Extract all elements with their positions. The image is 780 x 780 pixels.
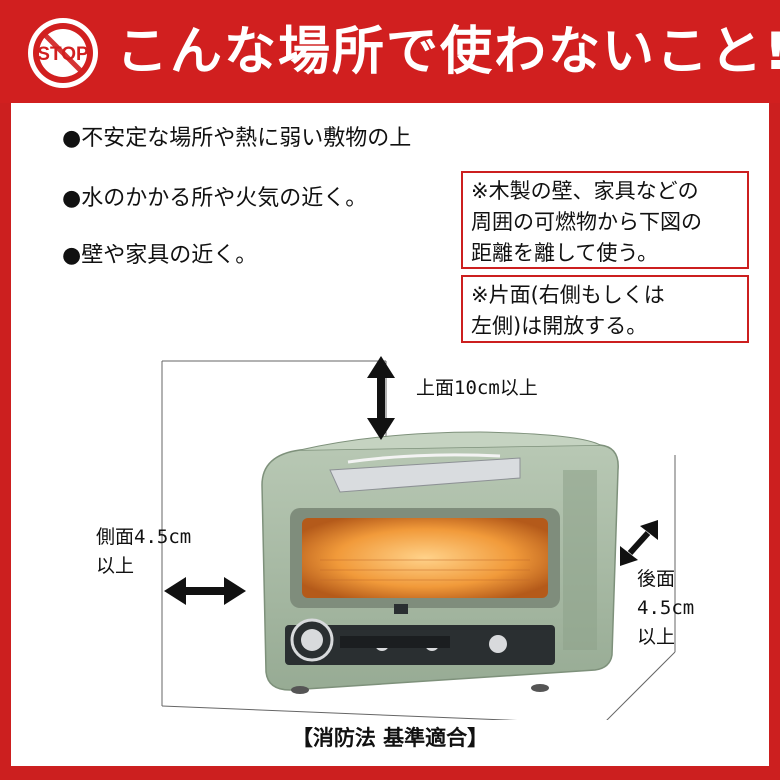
knob-icon [489, 635, 507, 653]
warning-header: STOP こんな場所で使わないこと! [0, 0, 780, 103]
note-line: ※木製の壁、家具などの [471, 179, 699, 203]
top-clearance-label: 上面10cm以上 [416, 377, 538, 399]
note-line: ※片面(右側もしくは [471, 283, 665, 307]
clearance-lines [161, 360, 676, 720]
page-title: こんな場所で使わないこと! [116, 22, 780, 82]
toaster-oven-illustration [261, 431, 619, 694]
rear-clearance-line: 4.5cm [637, 597, 695, 619]
fire-law-compliance-label: 【消防法 基準適合】 [291, 726, 489, 750]
clearance-diagram [161, 356, 676, 720]
side-clearance-label: 側面4.5cm 以上 [96, 523, 191, 581]
bullet-unstable-place: ●不安定な場所や熱に弱い敷物の上 [62, 126, 412, 151]
side-arrow-icon [164, 577, 246, 605]
rear-clearance-line: 以上 [637, 626, 676, 648]
bullet-wall-furniture: ●壁や家具の近く。 [62, 243, 258, 268]
note-line: 左側)は開放する。 [471, 314, 648, 338]
top-arrow-icon [367, 356, 395, 440]
side-clearance-line: 側面4.5cm [96, 526, 192, 548]
side-clearance-line: 以上 [96, 555, 135, 577]
stop-icon: STOP [28, 18, 98, 88]
rear-clearance-line: 後面 [637, 568, 676, 590]
logo-badge [394, 604, 408, 614]
rear-arrow-icon [620, 520, 658, 566]
bullet-water-fire: ●水のかかる所や火気の近く。 [62, 186, 368, 211]
note-line: 距離を離して使う。 [471, 241, 659, 265]
note-line: 周囲の可燃物から下図の [471, 210, 702, 234]
note-distance: ※木製の壁、家具などの 周囲の可燃物から下図の 距離を離して使う。 [461, 171, 749, 269]
note-open-side: ※片面(右側もしくは 左側)は開放する。 [461, 275, 749, 343]
rear-clearance-label: 後面 4.5cm 以上 [637, 565, 694, 652]
